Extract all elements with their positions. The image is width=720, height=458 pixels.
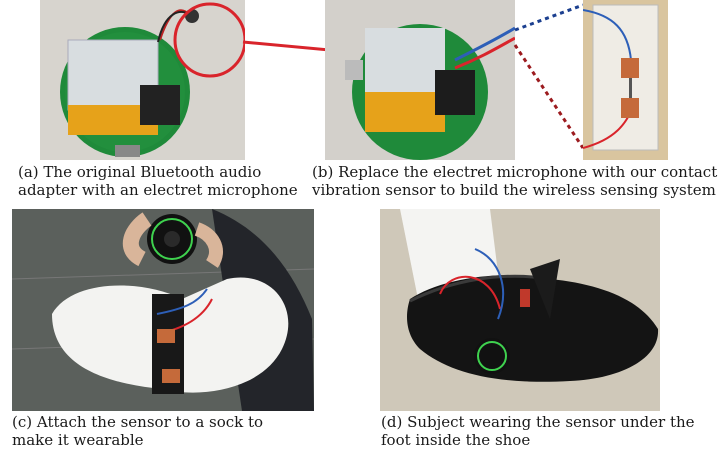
caption-b: (b) Replace the electret microphone with… [312, 163, 718, 199]
photo-replaced-adapter [325, 0, 515, 160]
photo-sock-sensor [12, 209, 314, 411]
photo-original-adapter [40, 0, 245, 160]
caption-c: (c) Attach the sensor to a sock to make … [12, 413, 264, 449]
photo-contact-sensor [583, 0, 668, 160]
photo-shoe-sensor [380, 209, 660, 411]
caption-a: (a) The original Bluetooth audio adapter… [18, 163, 298, 199]
caption-d: (d) Subject wearing the sensor under the… [381, 413, 695, 449]
